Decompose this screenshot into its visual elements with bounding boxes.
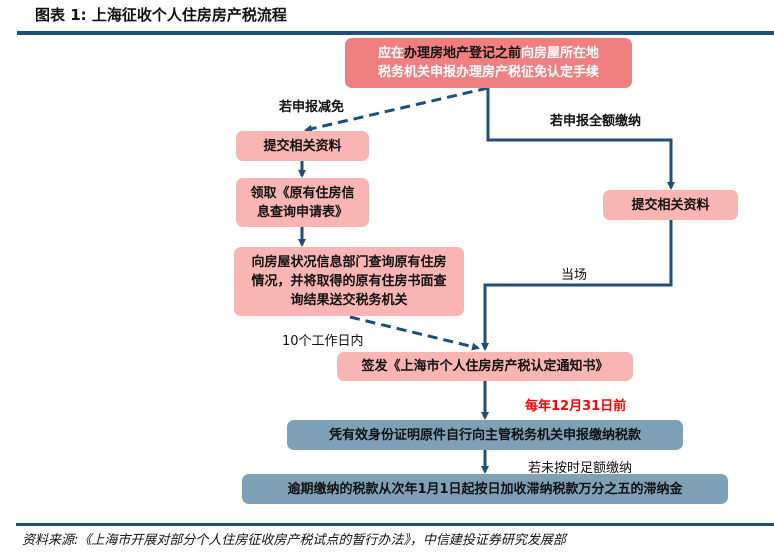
submit-left-node: 提交相关资料 <box>236 131 369 161</box>
arrow-right-to-issue <box>481 220 673 351</box>
query-node: 向房屋状况信息部门查询原有住房情况，并将取得的原有住房书面查询结果送交税务机关 <box>234 247 464 316</box>
source-note: 资料来源:《上海市开展对部分个人住房征收房产税试点的暂行办法》，中信建投证券研究… <box>22 533 566 548</box>
issue-node: 签发《上海市个人住房房产税认定通知书》 <box>337 352 633 381</box>
label-deadline: 每年12月31日前 <box>525 399 627 414</box>
start-text-3: 向房屋所在地 <box>521 46 600 61</box>
source-rule <box>16 523 774 526</box>
get-form-node: 领取《原有住房信息查询申请表》 <box>236 178 369 227</box>
title-rule <box>17 31 774 35</box>
arrow-start-to-full <box>486 88 675 190</box>
submit-right-node: 提交相关资料 <box>603 190 738 220</box>
arrow-query-to-issue <box>349 315 480 351</box>
label-full: 若申报全额缴纳 <box>550 114 642 129</box>
label-workdays: 10个工作日内 <box>282 334 364 349</box>
start-text-2: 办理房地产登记之前 <box>403 46 521 61</box>
late-fee-node: 逾期缴纳的税款从次年1月1日起按日加收滞纳税款万分之五的滞纳金 <box>242 474 728 504</box>
label-not-paid: 若未按时足额缴纳 <box>528 461 633 476</box>
declare-node: 凭有效身份证明原件自行向主管税务机关申报缴纳税款 <box>287 420 683 450</box>
label-onsite: 当场 <box>561 268 588 283</box>
start-node: 应在办理房地产登记之前向房屋所在地 税务机关申报办理房产税征免认定手续 <box>345 38 632 88</box>
figure-title: 图表 1: 上海征收个人住房房产税流程 <box>35 6 287 24</box>
start-text-line2: 税务机关申报办理房产税征免认定手续 <box>377 65 599 80</box>
label-reduce: 若申报减免 <box>279 100 345 115</box>
start-text-1: 应在 <box>377 46 404 61</box>
